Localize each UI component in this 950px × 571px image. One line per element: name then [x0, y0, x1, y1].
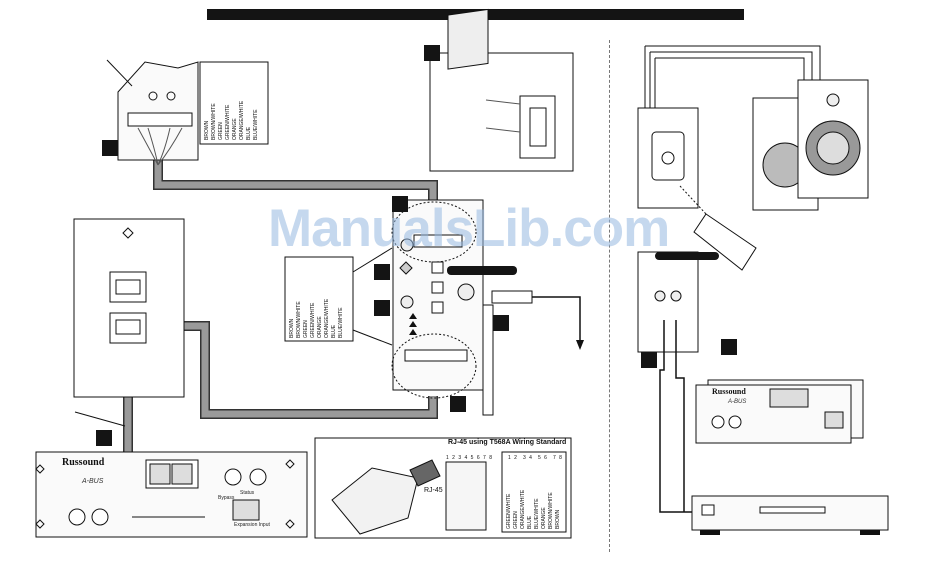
wire-label: GREEN: [513, 511, 519, 529]
wire-label: BLUE/WHITE: [338, 307, 344, 338]
pin-pair: 5 6: [538, 455, 548, 461]
wire-label: BROWN: [289, 318, 295, 338]
step-marker: [721, 339, 737, 355]
rj45-wire-legend: [501, 451, 567, 533]
wire-label: ORANGE/WHITE: [324, 298, 330, 338]
step-marker: [392, 196, 408, 212]
step-marker: [641, 352, 657, 368]
wire-label: ORANGE: [232, 118, 238, 140]
wire-label: ORANGE/WHITE: [239, 100, 245, 140]
watermark: ManualsLib.com: [268, 199, 670, 258]
right-hub-abus: A-BUS: [728, 399, 747, 405]
wire-label: ORANGE: [541, 507, 547, 529]
top-terminal-block: [127, 112, 193, 127]
step-marker: [450, 396, 466, 412]
wire-label: BROWN/WHITE: [548, 492, 554, 529]
wall-plate: [73, 218, 185, 398]
wire-label: GREEN: [218, 122, 224, 140]
zoom-bottom: [391, 333, 477, 399]
top-wire-list: BROWN BROWN/WHITE GREEN GREEN/WHITE ORAN…: [204, 70, 259, 140]
step-marker: [374, 300, 390, 316]
wire-label: GREEN/WHITE: [225, 104, 231, 140]
hub-brand: Russound: [62, 457, 105, 468]
cable-mid: [183, 322, 437, 418]
wire-label: BLUE: [246, 126, 252, 140]
rj45-label: RJ-45: [424, 487, 443, 494]
mid-wire-legend: [284, 256, 354, 342]
rca-plug: [491, 290, 533, 304]
wire-label: BROWN/WHITE: [296, 301, 302, 338]
expansion-label: Expansion Input: [234, 522, 270, 528]
ir-plate: [637, 251, 699, 353]
wire-label: BROWN: [204, 120, 210, 140]
pin-pair: 7 8: [553, 455, 563, 461]
remote-control: [693, 213, 757, 271]
pin-pair: 1 2: [508, 455, 518, 461]
pin-pair: 3 4: [523, 455, 533, 461]
mid-wire-list: BROWN BROWN/WHITE GREEN GREEN/WHITE ORAN…: [289, 266, 344, 338]
wire-label: GREEN/WHITE: [506, 493, 512, 529]
rj45-plug-drawing: [331, 467, 419, 535]
expansion-port: [232, 499, 260, 521]
step-marker: [374, 264, 390, 280]
rj45-wire-list: GREEN/WHITE GREEN ORANGE/WHITE BLUE BLUE…: [506, 463, 561, 529]
step-marker: [493, 315, 509, 331]
step-marker: [424, 45, 440, 61]
wire-label: BROWN/WHITE: [211, 103, 217, 140]
top-wire-legend: [199, 61, 269, 145]
hub-abus: A-BUS: [82, 478, 104, 485]
wire-label: GREEN/WHITE: [310, 302, 316, 338]
top-connector-plate: [117, 61, 199, 161]
rj45-title: RJ-45 using T568A Wiring Standard: [448, 439, 567, 446]
wire-label: BLUE/WHITE: [253, 109, 259, 140]
right-hub-brand: Russound: [712, 387, 746, 396]
step-marker: [96, 430, 112, 446]
wire-label: BLUE: [331, 324, 337, 338]
bypass-label: Bypass: [218, 495, 235, 501]
wall-box: [447, 8, 489, 70]
status-label: Status: [240, 490, 255, 496]
remote-bar: [447, 266, 517, 275]
wire-label: ORANGE/WHITE: [520, 489, 526, 529]
step-marker: [102, 140, 118, 156]
wire-label: BLUE: [527, 515, 533, 529]
center-terminal-block: [404, 349, 468, 362]
page-divider: [609, 40, 610, 552]
cable-top: [154, 160, 437, 205]
wire-label: BROWN: [555, 509, 561, 529]
wire-label: ORANGE: [317, 316, 323, 338]
pin-numbers: 1 2 3 4 5 6 7 8: [446, 455, 493, 461]
wire-label: BLUE/WHITE: [534, 498, 540, 529]
wire-label: GREEN: [303, 320, 309, 338]
